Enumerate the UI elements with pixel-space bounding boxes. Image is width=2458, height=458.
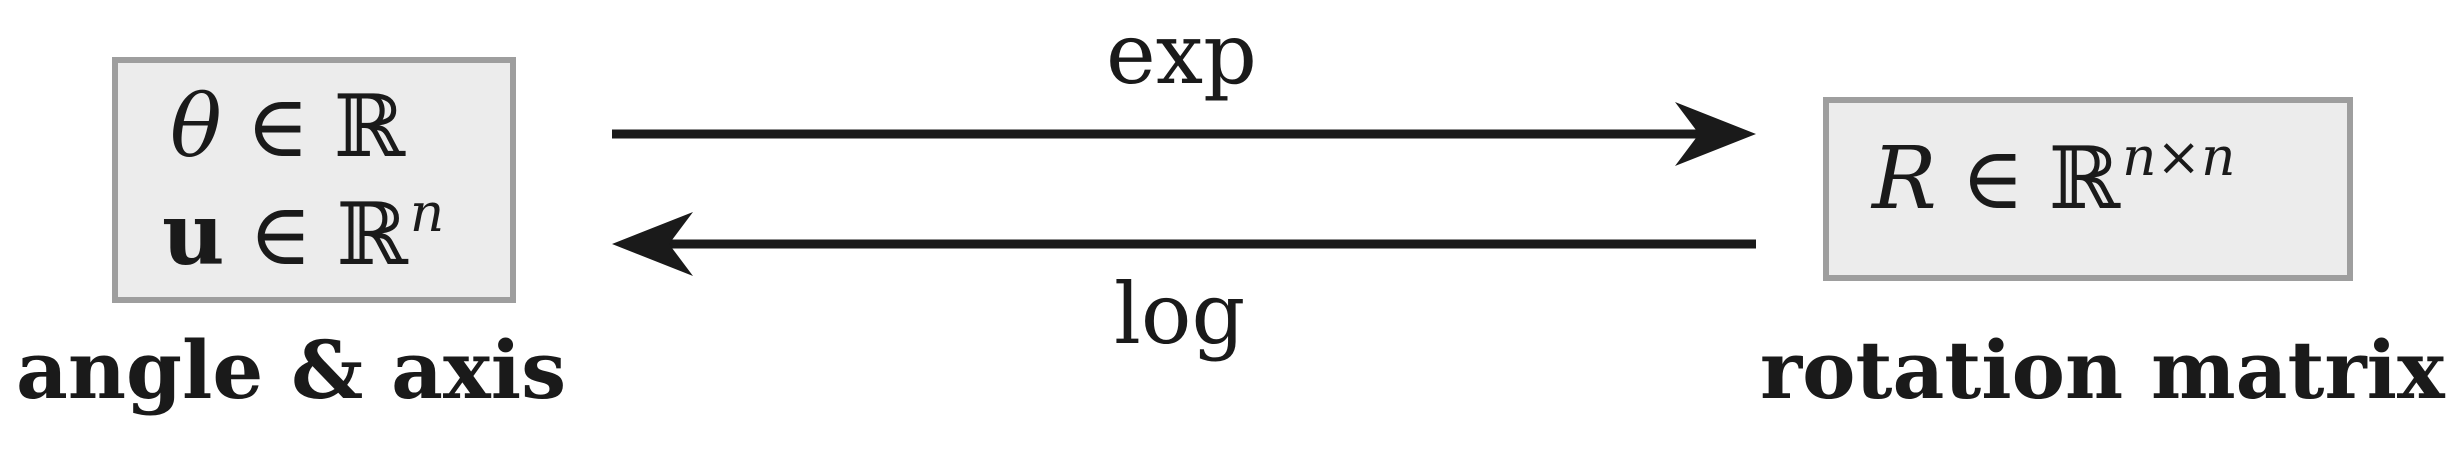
theta-in-reals: θ∈ℝ [170, 84, 405, 170]
dimension-exponent: n [409, 181, 445, 244]
element-of-symbol: ∈ [1960, 129, 2025, 229]
axis-in-reals-n: u∈ℝn [162, 186, 444, 278]
reals-symbol: ℝ [333, 77, 406, 177]
angle-axis-box [112, 57, 516, 303]
rotation-matrix-expression: R∈ℝn×n [1872, 130, 2235, 222]
log-arrow [612, 212, 1756, 276]
rotation-matrix-caption: rotation matrix [1760, 323, 2445, 417]
matrix-symbol: R [1872, 129, 1937, 229]
rotation-matrix-box [1823, 97, 2353, 281]
element-of-symbol: ∈ [248, 185, 313, 285]
exp-arrow [612, 102, 1756, 166]
exp-label: exp [1106, 5, 1257, 103]
theta-symbol: θ [170, 77, 222, 177]
matrix-dimension-exponent: n×n [2122, 125, 2236, 188]
element-of-symbol: ∈ [245, 77, 310, 177]
axis-vector-symbol: u [162, 184, 225, 285]
reals-symbol: ℝ [336, 185, 408, 285]
reals-symbol: ℝ [2048, 129, 2121, 229]
exp-arrowhead [1675, 102, 1756, 166]
log-label: log [1114, 265, 1246, 363]
log-arrowhead [612, 212, 693, 276]
angle-axis-caption: angle & axis [16, 323, 567, 417]
